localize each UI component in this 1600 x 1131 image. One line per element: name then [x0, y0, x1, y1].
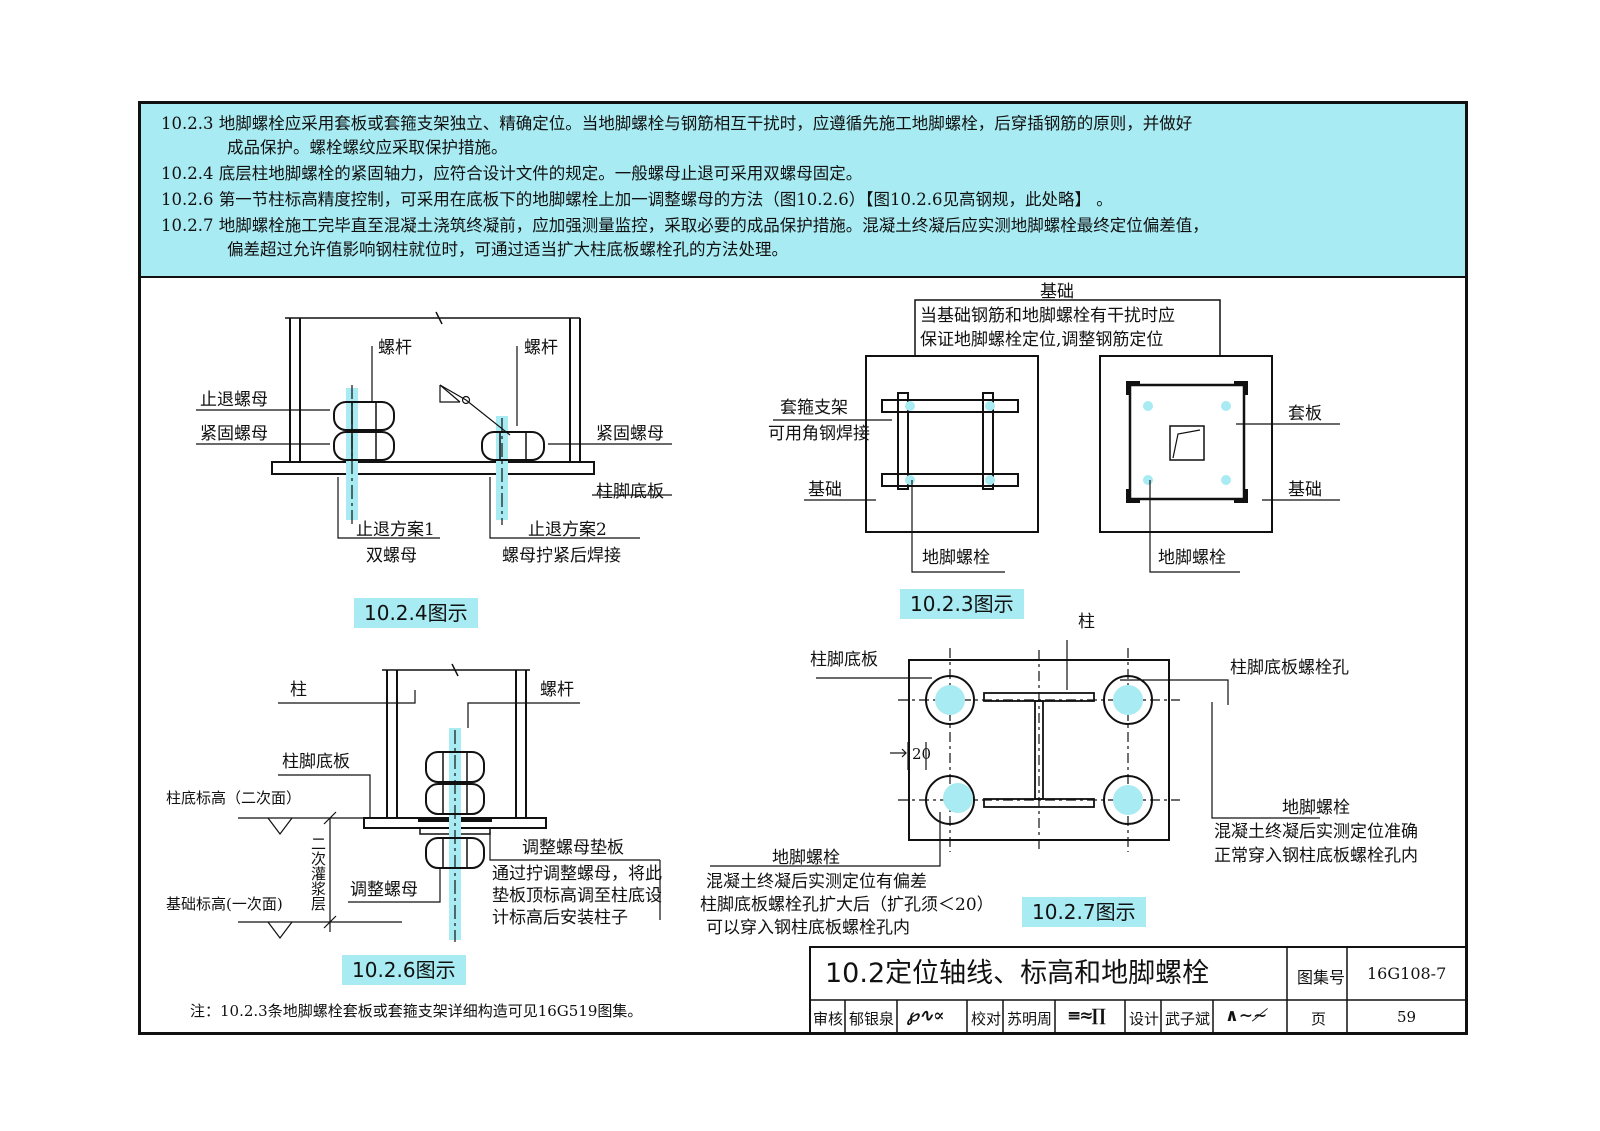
anchor-bolt-left-label: 地脚螺栓	[772, 848, 840, 868]
review-label: 审核	[813, 1010, 844, 1028]
checker-signature: ≡≈∏	[1067, 1006, 1106, 1026]
atlas-no-label: 图集号	[1297, 968, 1346, 987]
reviewer-name: 郁银泉	[849, 1010, 895, 1028]
note-continuation: 成品保护。螺栓螺纹应采取保护措施。	[227, 138, 508, 157]
drawing-frame	[138, 101, 1468, 1035]
note-text: 第一节柱标高精度控制，可采用在底板下的地脚螺栓上加一调整螺母的方法（图10.2.…	[218, 190, 1113, 209]
dimension-20: 20	[912, 745, 932, 763]
interference-note-2: 保证地脚螺栓定位,调整钢筋定位	[920, 330, 1164, 350]
fig-10-2-3-drawing	[773, 299, 1340, 573]
deviation-desc-1: 混凝土终凝后实测定位有偏差	[706, 872, 927, 892]
base-plate-label: 柱脚底板	[282, 752, 350, 772]
base-plate-label: 柱脚底板	[596, 482, 664, 502]
rod-right-label: 螺杆	[524, 338, 558, 358]
note-number: 10.2.6	[161, 190, 214, 209]
column-label: 柱	[290, 680, 307, 700]
fig-10-2-6-drawing	[238, 663, 661, 942]
foundation-elevation-label: 基础标高(一次面)	[166, 895, 283, 913]
bracket-note: 可用角钢焊接	[768, 424, 870, 444]
caption-10-2-3: 10.2.3图示	[900, 589, 1024, 619]
base-plate-label: 柱脚底板	[810, 650, 878, 670]
plan2-title: 止退方案2	[528, 520, 607, 540]
accurate-desc-2: 正常穿入钢柱底板螺栓孔内	[1214, 846, 1418, 866]
bolt-hole-label: 柱脚底板螺栓孔	[1230, 658, 1349, 678]
stop-nut-label: 止退螺母	[200, 390, 268, 410]
check-label: 校对	[971, 1010, 1002, 1028]
note-text: 地脚螺栓施工完毕直至混凝土浇筑终凝前，应加强测量监控，采取必要的成品保护措施。混…	[218, 216, 1209, 235]
washer-desc-3: 计标高后安装柱子	[492, 908, 628, 928]
page-label: 页	[1311, 1010, 1327, 1028]
deviation-desc-2: 柱脚底板螺栓孔扩大后（扩孔须＜20）	[700, 895, 994, 915]
note-number: 10.2.4	[161, 164, 214, 183]
sheet-title: 10.2定位轴线、标高和地脚螺栓	[825, 958, 1210, 989]
washer-desc-2: 垫板顶标高调至柱底设	[492, 886, 662, 906]
reviewer-signature: ℘∿∝	[907, 1006, 945, 1026]
note-text: 地脚螺栓应采用套板或套箍支架独立、精确定位。当地脚螺栓与钢筋相互干扰时，应遵循先…	[218, 114, 1193, 133]
checker-name: 苏明周	[1007, 1010, 1053, 1028]
title-block: 10.2定位轴线、标高和地脚螺栓 图集号 16G108-7 审核 郁银泉 ℘∿∝…	[809, 946, 1465, 1032]
plan1-desc: 双螺母	[366, 546, 417, 566]
anchor-bolt-right-label: 地脚螺栓	[1158, 548, 1226, 568]
rod-label: 螺杆	[540, 680, 574, 700]
title-block-grid	[809, 946, 1465, 1032]
atlas-no: 16G108-7	[1367, 964, 1447, 983]
note-10-2-4: 10.2.4 底层柱地脚螺栓的紧固轴力，应符合设计文件的规定。一般螺母止退可采用…	[161, 162, 862, 186]
template-plate-label: 套板	[1288, 404, 1322, 424]
deviation-desc-3: 可以穿入钢柱底板螺栓孔内	[706, 918, 910, 938]
designer-name: 武子斌	[1165, 1010, 1211, 1028]
note-continuation: 偏差超过允许值影响钢柱就位时，可通过适当扩大柱底板螺栓孔的方法处理。	[227, 240, 788, 259]
note-number: 10.2.7	[161, 216, 214, 235]
fig-10-2-4-drawing	[196, 311, 672, 539]
foundation-left-label: 基础	[808, 480, 842, 500]
anchor-bolt-right-label: 地脚螺栓	[1282, 798, 1350, 818]
designer-signature: ∧∼≁	[1225, 1006, 1268, 1026]
accurate-desc-1: 混凝土终凝后实测定位准确	[1214, 822, 1418, 842]
adjust-nut-label: 调整螺母	[350, 880, 418, 900]
grout-layer-label: 二次灌浆层	[309, 836, 327, 911]
bracket-label: 套箍支架	[780, 398, 848, 418]
note-10-2-7: 10.2.7 地脚螺栓施工完毕直至混凝土浇筑终凝前，应加强测量监控，采取必要的成…	[161, 214, 1209, 238]
plan1-title: 止退方案1	[356, 520, 435, 540]
caption-10-2-6: 10.2.6图示	[342, 955, 466, 985]
notes-panel: 10.2.3 地脚螺栓应采用套板或套箍支架独立、精确定位。当地脚螺栓与钢筋相互干…	[141, 104, 1465, 278]
footnote: 注：10.2.3条地脚螺栓套板或套箍支架详细构造可见16G519图集。	[190, 1002, 643, 1020]
interference-note-1: 当基础钢筋和地脚螺栓有干扰时应	[920, 306, 1175, 326]
foundation-top-label: 基础	[1040, 282, 1074, 302]
anchor-bolt-left-label: 地脚螺栓	[922, 548, 990, 568]
washer-desc-1: 通过拧调整螺母，将此	[492, 864, 662, 884]
note-number: 10.2.3	[161, 114, 214, 133]
caption-10-2-4: 10.2.4图示	[354, 598, 478, 628]
design-label: 设计	[1129, 1010, 1160, 1028]
caption-10-2-7: 10.2.7图示	[1022, 897, 1146, 927]
note-10-2-3: 10.2.3 地脚螺栓应采用套板或套箍支架独立、精确定位。当地脚螺栓与钢筋相互干…	[161, 112, 1192, 136]
tight-nut-left-label: 紧固螺母	[200, 424, 268, 444]
page-number: 59	[1397, 1008, 1417, 1026]
plan2-desc: 螺母拧紧后焊接	[502, 546, 621, 566]
note-10-2-6: 10.2.6 第一节柱标高精度控制，可采用在底板下的地脚螺栓上加一调整螺母的方法…	[161, 188, 1113, 212]
note-text: 底层柱地脚螺栓的紧固轴力，应符合设计文件的规定。一般螺母止退可采用双螺母固定。	[218, 164, 863, 183]
column-label: 柱	[1078, 612, 1095, 632]
fig-10-2-7-drawing	[710, 640, 1320, 867]
washer-label: 调整螺母垫板	[522, 838, 624, 858]
tight-nut-right-label: 紧固螺母	[596, 424, 664, 444]
rod-left-label: 螺杆	[378, 338, 412, 358]
foundation-right-label: 基础	[1288, 480, 1322, 500]
column-elevation-label: 柱底标高（二次面）	[166, 789, 302, 807]
